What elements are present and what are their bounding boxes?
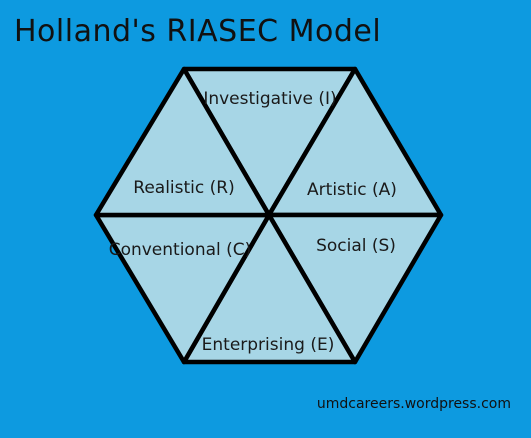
label-enterprising: Enterprising (E) xyxy=(202,335,335,355)
label-investigative: Investigative (I) xyxy=(203,89,336,109)
source-credit: umdcareers.wordpress.com xyxy=(316,396,511,412)
label-conventional: Conventional (C) xyxy=(109,240,252,260)
label-artistic: Artistic (A) xyxy=(307,180,397,200)
hexagon-segments xyxy=(93,66,444,365)
label-social: Social (S) xyxy=(316,236,396,256)
label-realistic: Realistic (R) xyxy=(133,178,234,198)
page-title: Holland's RIASEC Model xyxy=(14,14,382,49)
segment-realistic xyxy=(93,66,272,218)
segment-labels: Investigative (I) Artistic (A) Social (S… xyxy=(109,89,397,355)
